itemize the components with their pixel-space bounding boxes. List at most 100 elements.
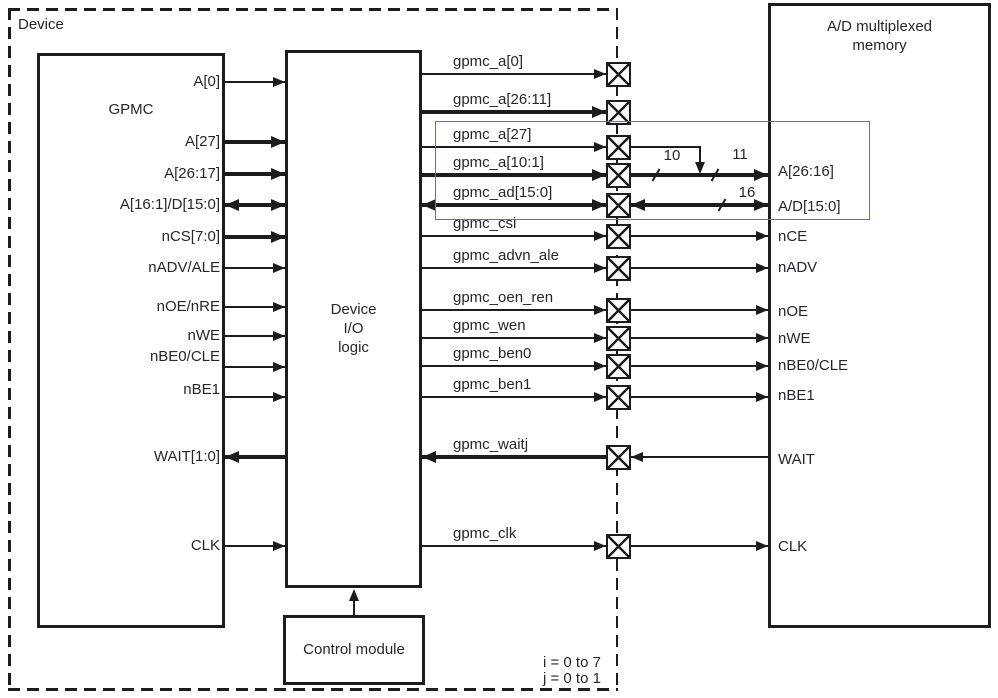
io-cell-icon	[606, 99, 631, 125]
io-signal-line	[422, 545, 606, 547]
io-logic-title-line3: logic	[338, 339, 369, 356]
gpmc-signal-label: nCS[7:0]	[161, 228, 220, 245]
gpmc-signal-label: CLK	[190, 537, 220, 554]
io-signal-label: gpmc_ben1	[453, 376, 532, 393]
cell-to-memory-line	[631, 267, 768, 269]
gpmc-signal-line	[225, 545, 285, 547]
io-cell-icon	[606, 297, 631, 323]
arrowhead-e-icon	[756, 231, 768, 241]
arrowhead-e-icon	[273, 362, 285, 372]
gpmc-signal-line	[225, 172, 285, 176]
arrowhead-e-icon	[594, 142, 606, 152]
io-cell-icon	[606, 353, 631, 379]
device-boundary-top	[8, 8, 618, 11]
io-signal-label: gpmc_ben0	[453, 345, 532, 362]
arrowhead-e-icon	[754, 198, 768, 211]
highlight-rectangle	[435, 121, 870, 220]
io-signal-line	[422, 455, 606, 459]
io-signal-line	[422, 337, 606, 339]
arrowhead-e-icon	[271, 198, 285, 211]
arrowhead-e-icon	[756, 392, 768, 402]
gpmc-signal-label: nBE1	[183, 381, 220, 398]
io-cell-icon	[606, 384, 631, 410]
arrowhead-e-icon	[754, 168, 768, 181]
arrowhead-e-icon	[594, 361, 606, 371]
gpmc-signal-line	[225, 267, 285, 269]
arrowhead-w-icon	[631, 198, 645, 211]
gpmc-signal-line	[225, 335, 285, 337]
io-cell-icon	[606, 325, 631, 351]
io-signal-line	[422, 73, 606, 75]
cell-to-memory-line	[631, 309, 768, 311]
arrowhead-e-icon	[594, 231, 606, 241]
arrowhead-e-icon	[271, 230, 285, 243]
io-signal-label: gpmc_waitj	[453, 436, 529, 453]
arrowhead-e-icon	[756, 361, 768, 371]
memory-pin-wait: WAIT	[778, 451, 815, 468]
gpmc-signal-label: nOE/nRE	[156, 298, 220, 315]
io-cell-icon	[606, 61, 631, 87]
cell-to-memory-line	[631, 337, 768, 339]
gpmc-signal-line	[225, 366, 285, 368]
memory-pin-nce: nCE	[778, 228, 808, 245]
device-boundary-left	[8, 8, 11, 690]
a27-jumper-line	[631, 146, 701, 148]
arrowhead-e-icon	[273, 392, 285, 402]
arrowhead-s-icon	[695, 162, 705, 174]
arrowhead-e-icon	[273, 331, 285, 341]
memory-title: A/D multiplexed memory	[768, 17, 991, 55]
gpmc-signal-label: A[27]	[184, 133, 220, 150]
arrowhead-e-icon	[594, 69, 606, 79]
cell-to-memory-line	[631, 235, 768, 237]
io-signal-label: gpmc_oen_ren	[453, 289, 554, 306]
bus-width-16: 16	[738, 184, 756, 201]
memory-pin-nwe: nWE	[778, 330, 811, 347]
gpmc-signal-label: A[0]	[193, 73, 220, 90]
arrowhead-e-icon	[271, 135, 285, 148]
io-cell-icon	[606, 162, 631, 188]
memory-block	[768, 3, 991, 628]
arrowhead-w-icon	[225, 198, 239, 211]
memory-title-line2: memory	[852, 37, 907, 54]
arrowhead-w-icon	[225, 450, 239, 463]
memory-pin-nbe0: nBE0/CLE	[778, 357, 849, 374]
cell-to-memory-line	[631, 545, 768, 547]
arrowhead-e-icon	[592, 198, 606, 211]
gpmc-signal-line	[225, 81, 285, 83]
bus-width-11: 11	[732, 146, 748, 163]
gpmc-block	[37, 53, 225, 628]
arrowhead-e-icon	[594, 333, 606, 343]
gpmc-signal-line	[225, 396, 285, 398]
arrowhead-e-icon	[594, 263, 606, 273]
io-signal-label: gpmc_ad[15:0]	[453, 184, 553, 201]
io-signal-label: gpmc_a[27]	[453, 126, 532, 143]
memory-pin-nadv: nADV	[778, 259, 818, 276]
io-signal-line	[422, 203, 606, 207]
io-signal-line	[422, 146, 606, 148]
gpmc-title: GPMC	[108, 101, 154, 118]
io-cell-icon	[606, 255, 631, 281]
io-logic-title: Device I/O logic	[285, 300, 422, 357]
io-signal-line	[422, 365, 606, 367]
gpmc-signal-label: nBE0/CLE	[149, 348, 220, 365]
arrowhead-e-icon	[592, 168, 606, 181]
io-cell-icon	[606, 533, 631, 559]
bus-width-10: 10	[663, 147, 681, 164]
gpmc-signal-line	[225, 235, 285, 239]
device-boundary-bottom	[8, 688, 618, 691]
arrowhead-w-icon	[631, 452, 643, 462]
memory-title-line1: A/D multiplexed	[826, 18, 933, 35]
arrowhead-e-icon	[756, 333, 768, 343]
io-signal-label: gpmc_a[26:11]	[453, 91, 552, 108]
memory-pin-ad150: A/D[15:0]	[778, 198, 841, 215]
arrowhead-n-icon	[349, 589, 359, 601]
arrowhead-e-icon	[273, 77, 285, 87]
io-signal-label: gpmc_a[0]	[453, 53, 524, 70]
io-signal-line	[422, 173, 606, 177]
a-bus-line	[631, 173, 768, 177]
io-signal-line	[422, 309, 606, 311]
io-logic-title-line2: I/O	[343, 320, 364, 337]
control-module-title: Control module	[303, 641, 405, 658]
gpmc-signal-label: A[26:17]	[164, 165, 220, 182]
